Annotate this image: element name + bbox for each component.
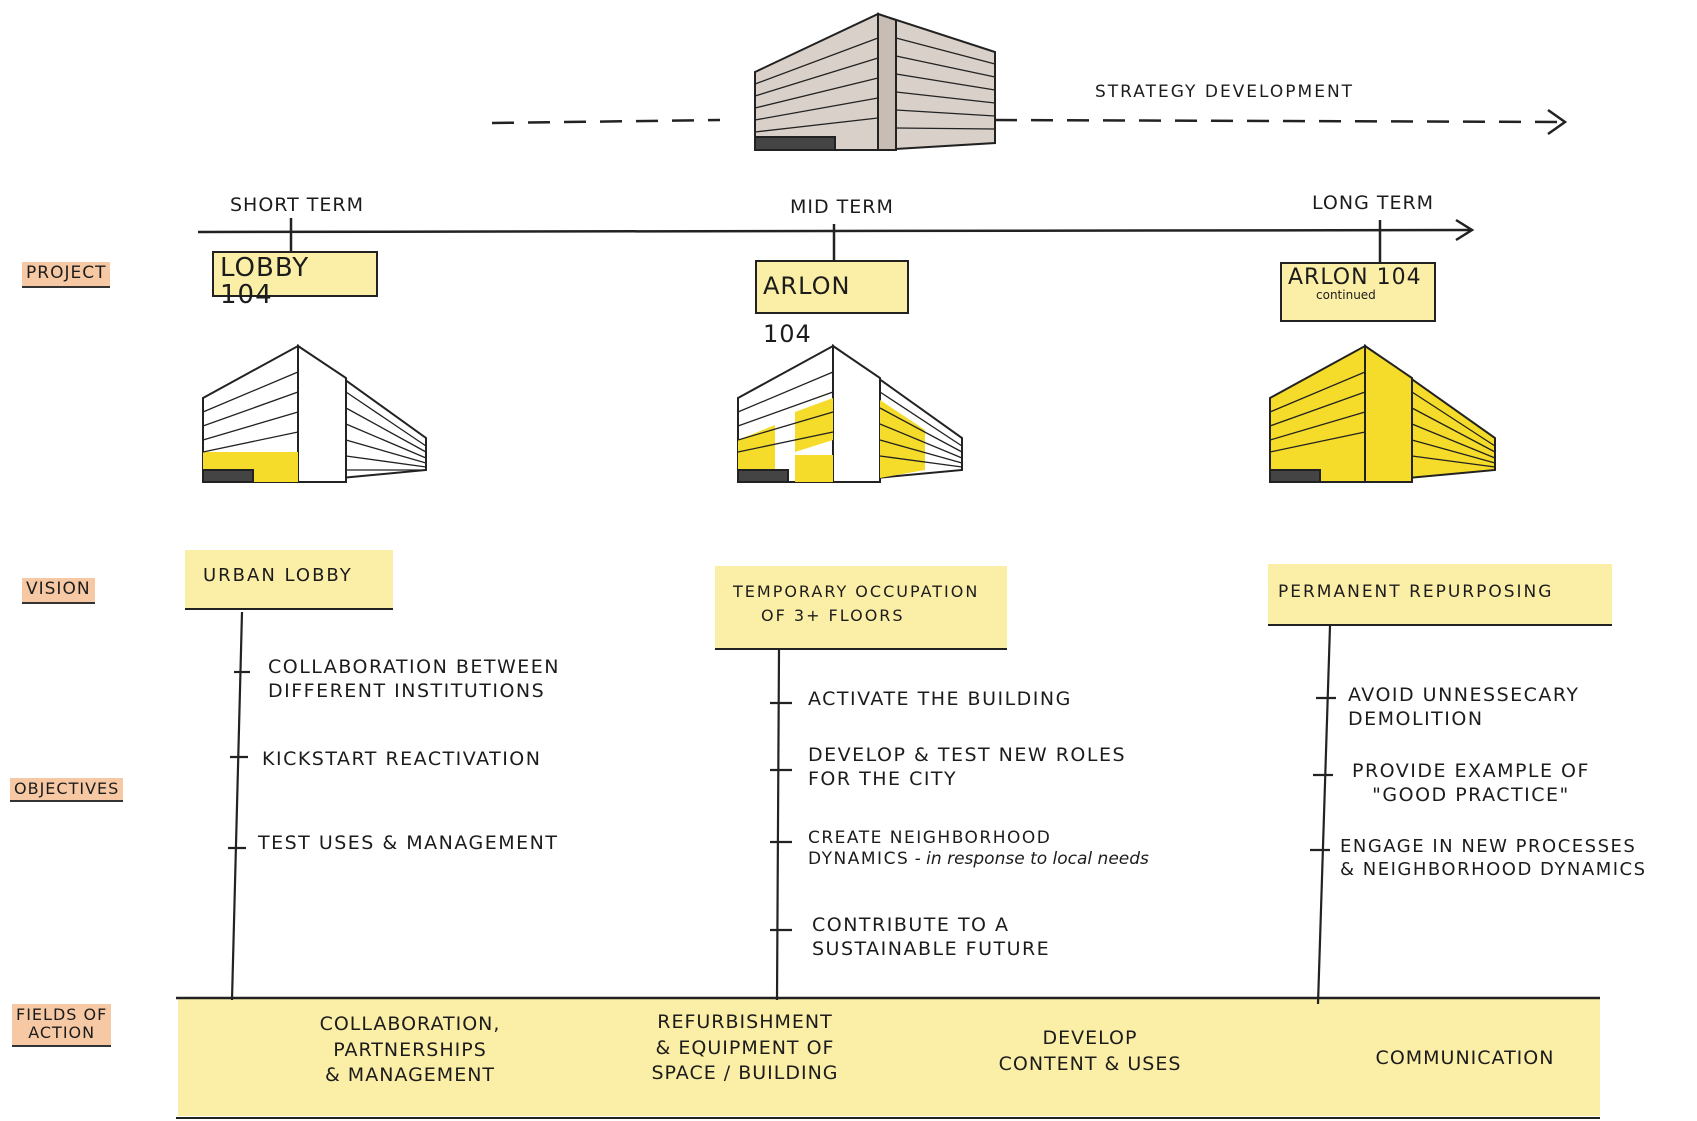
field-of-action-2: REFURBISHMENT & EQUIPMENT OF SPACE / BUI…	[625, 1010, 865, 1087]
project-box-short-term: LOBBY 104	[212, 251, 378, 309]
field-1-line3: & MANAGEMENT	[324, 1064, 496, 1087]
objective-mid-3-line2b: - in response to local needs	[909, 849, 1149, 870]
vision-short-term-line1: URBAN LOBBY	[203, 565, 353, 586]
field-of-action-4: COMMUNICATION	[1350, 1046, 1580, 1072]
vision-box-short-term: URBAN LOBBY	[185, 550, 393, 610]
row-label-fields-line1: FIELDS OF	[16, 1005, 108, 1024]
objective-short-1-line2: DIFFERENT INSTITUTIONS	[268, 679, 546, 702]
strategy-development-label: STRATEGY DEVELOPMENT	[1095, 82, 1355, 102]
field-of-action-1: COLLABORATION, PARTNERSHIPS & MANAGEMENT	[285, 1012, 535, 1089]
field-2-line1: REFURBISHMENT	[657, 1011, 833, 1033]
objective-lines	[228, 611, 1336, 1005]
objective-mid-2: DEVELOP & TEST NEW ROLES FOR THE CITY	[808, 744, 1126, 792]
objective-mid-4-line2: SUSTAINABLE FUTURE	[812, 937, 1051, 960]
objective-short-2: KICKSTART REACTIVATION	[262, 748, 541, 772]
field-3-line1: DEVELOP	[1042, 1027, 1138, 1049]
project-note-long-term: continued	[1316, 288, 1376, 303]
vision-box-mid-term: TEMPORARY OCCUPATION OF 3+ FLOORS	[715, 566, 1007, 650]
objective-long-1-line2: DEMOLITION	[1348, 707, 1484, 730]
strategy-arrow	[491, 108, 1568, 136]
row-label-objectives: OBJECTIVES	[10, 778, 124, 803]
term-label-long: LONG TERM	[1312, 192, 1435, 214]
building-icon-top	[754, 12, 996, 152]
vision-long-term-line1: PERMANENT REPURPOSING	[1278, 582, 1554, 602]
timeline-arrow	[197, 218, 1475, 262]
row-label-fields-of-action: FIELDS OF ACTION	[12, 1004, 112, 1047]
project-name-short-term: LOBBY 104	[220, 253, 310, 311]
objective-short-1: COLLABORATION BETWEEN DIFFERENT INSTITUT…	[268, 656, 560, 704]
objective-mid-3-line2a: DYNAMICS	[808, 849, 910, 870]
objective-short-1-line1: COLLABORATION BETWEEN	[268, 656, 561, 678]
term-label-mid: MID TERM	[790, 196, 894, 218]
project-name-mid-term: ARLON 104	[763, 272, 851, 348]
vision-box-long-term: PERMANENT REPURPOSING	[1268, 564, 1612, 626]
building-icon-long-term	[1269, 344, 1496, 484]
objective-mid-3: CREATE NEIGHBORHOOD DYNAMICS - in respon…	[808, 828, 1149, 871]
field-2-line2: & EQUIPMENT OF	[655, 1036, 835, 1059]
term-label-short: SHORT TERM	[230, 194, 364, 216]
objective-mid-3-line1: CREATE NEIGHBORHOOD	[808, 828, 1052, 848]
objective-mid-1: ACTIVATE THE BUILDING	[808, 688, 1072, 712]
field-3-line2: CONTENT & USES	[998, 1052, 1182, 1075]
project-box-long-term: ARLON 104 continued	[1280, 262, 1436, 322]
objective-short-3: TEST USES & MANAGEMENT	[258, 832, 558, 856]
vision-mid-term-line2: OF 3+ FLOORS	[761, 606, 905, 625]
row-label-project: PROJECT	[22, 262, 111, 288]
row-label-fields-line2: ACTION	[28, 1023, 96, 1043]
field-4-line1: COMMUNICATION	[1375, 1047, 1555, 1069]
field-1-line2: PARTNERSHIPS	[333, 1038, 487, 1061]
objective-long-3: ENGAGE IN NEW PROCESSES & NEIGHBORHOOD D…	[1340, 836, 1647, 881]
objective-mid-4-line1: CONTRIBUTE TO A	[812, 914, 1010, 936]
objective-mid-2-line2: FOR THE CITY	[808, 767, 958, 790]
objective-long-1: AVOID UNNESSECARY DEMOLITION	[1348, 684, 1580, 732]
objective-short-2-line1: KICKSTART REACTIVATION	[262, 748, 542, 770]
objective-long-3-line2: & NEIGHBORHOOD DYNAMICS	[1340, 858, 1647, 880]
building-icon-mid-term	[737, 344, 963, 484]
fields-band	[178, 998, 1600, 1116]
objective-long-1-line1: AVOID UNNESSECARY	[1348, 684, 1580, 706]
field-1-line1: COLLABORATION,	[319, 1013, 501, 1035]
objective-mid-1-line1: ACTIVATE THE BUILDING	[808, 688, 1072, 710]
objective-long-2: PROVIDE EXAMPLE OF "GOOD PRACTICE"	[1352, 760, 1590, 808]
objective-mid-4: CONTRIBUTE TO A SUSTAINABLE FUTURE	[812, 914, 1050, 962]
row-label-vision: VISION	[22, 578, 95, 604]
field-of-action-3: DEVELOP CONTENT & USES	[975, 1026, 1205, 1077]
objective-short-3-line1: TEST USES & MANAGEMENT	[258, 832, 559, 854]
vision-mid-term-line1: TEMPORARY OCCUPATION	[733, 582, 980, 601]
building-icon-short-term	[202, 344, 427, 484]
objective-mid-2-line1: DEVELOP & TEST NEW ROLES	[808, 744, 1127, 766]
objective-long-2-line1: PROVIDE EXAMPLE OF	[1352, 760, 1590, 782]
project-box-mid-term: ARLON 104	[755, 260, 909, 348]
objective-long-3-line1: ENGAGE IN NEW PROCESSES	[1340, 836, 1637, 857]
objective-long-2-line2: "GOOD PRACTICE"	[1372, 783, 1570, 806]
project-name-long-term: ARLON 104	[1288, 265, 1422, 290]
field-2-line3: SPACE / BUILDING	[651, 1062, 839, 1085]
